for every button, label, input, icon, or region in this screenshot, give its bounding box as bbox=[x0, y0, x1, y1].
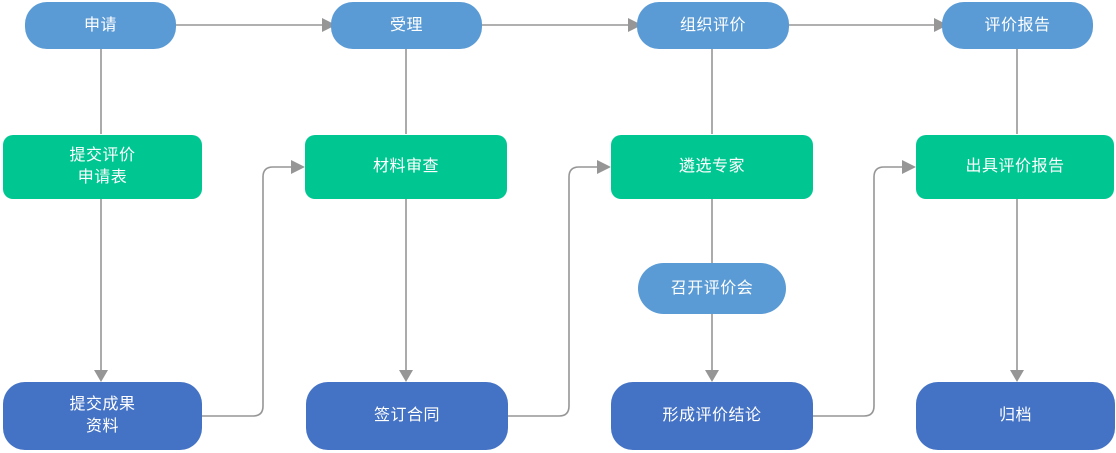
edge-meeting3-result3 bbox=[705, 314, 719, 382]
node-result-4[interactable]: 归档 bbox=[916, 382, 1115, 450]
node-stage-4[interactable]: 评价报告 bbox=[942, 2, 1093, 49]
node-stage-1[interactable]: 申请 bbox=[25, 2, 176, 49]
node-task-1[interactable]: 提交评价 申请表 bbox=[3, 135, 202, 199]
node-stage-2[interactable]: 受理 bbox=[331, 2, 482, 49]
edge-stage1-stage2 bbox=[176, 18, 336, 32]
node-result-2[interactable]: 签订合同 bbox=[306, 382, 508, 450]
node-task-2[interactable]: 材料审查 bbox=[305, 135, 507, 199]
edge-stage2-stage3 bbox=[482, 18, 642, 32]
edge-result3-task4 bbox=[812, 160, 916, 417]
edge-task4-result4 bbox=[1010, 199, 1024, 382]
edge-stage3-stage4 bbox=[789, 18, 948, 32]
node-result-3[interactable]: 形成评价结论 bbox=[611, 382, 813, 450]
node-result-1[interactable]: 提交成果 资料 bbox=[3, 382, 202, 450]
edge-result1-task2 bbox=[201, 160, 305, 417]
node-meeting-3[interactable]: 召开评价会 bbox=[638, 263, 786, 314]
edge-task2-result2 bbox=[399, 199, 413, 382]
edge-result2-task3 bbox=[507, 160, 611, 417]
node-stage-3[interactable]: 组织评价 bbox=[637, 2, 789, 49]
edge-task1-result1 bbox=[94, 199, 108, 382]
node-task-4[interactable]: 出具评价报告 bbox=[916, 135, 1114, 199]
node-task-3[interactable]: 遴选专家 bbox=[611, 135, 813, 199]
